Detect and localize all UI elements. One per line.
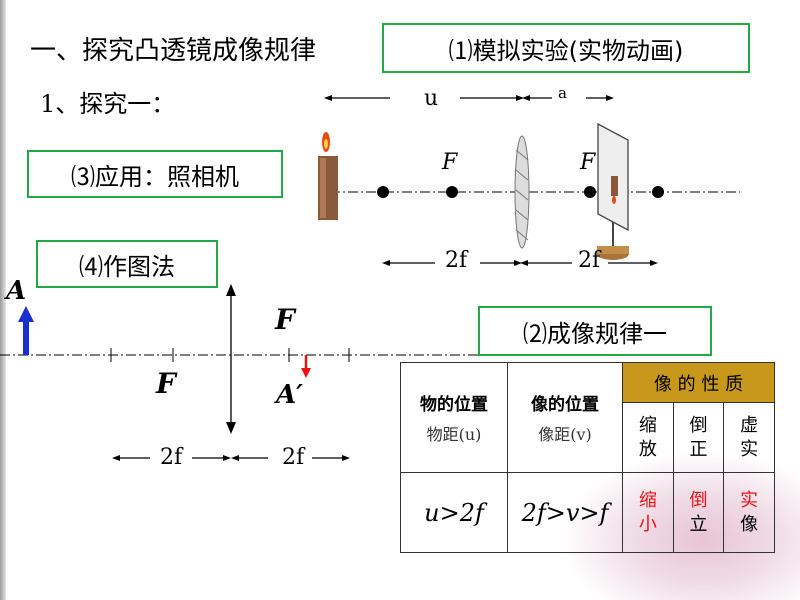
result-orientation-top: 倒 [689,489,708,511]
twof-point-left [377,186,389,198]
image-label-a-prime: A′ [276,380,304,410]
application-box[interactable]: ⑶应用：照相机 [27,150,283,198]
drawing-method-label: ⑷作图法 [79,252,175,281]
object-label-a: A [6,276,27,306]
image-distance-label: a [558,84,567,102]
section-subtitle: 1、探究一： [40,90,176,118]
slide-left-edge [0,0,6,600]
ray-twof-right: 2f [282,445,305,470]
ray-focal-top: F [275,303,295,336]
simulation-label: ⑴模拟实验(实物动画) [448,36,684,65]
rule-label: ⑵成像规律一 [523,319,667,348]
v-arrowhead-right [606,95,614,101]
experiment-twof-right: 2f [578,248,601,273]
result-orientation: 倒立 [672,472,725,553]
convex-lens [514,135,530,249]
object-distance-u: u [424,86,439,111]
u-arrowhead-right [516,95,524,101]
slide-title: 一、探究凸透镜成像规律 [30,36,317,66]
orientation-column-header: 倒 正 [672,402,725,473]
image-position-header: 像的位置 像距(v) [507,362,623,473]
result-real-virtual-bottom: 像 [740,513,759,535]
rule-box[interactable]: ⑵成像规律一 [478,306,712,356]
focal-point-right [584,186,596,198]
result-orientation-bottom: 立 [689,513,708,535]
image-nature-header: 像 的 性 质 [622,362,775,403]
imaging-rule-table: 物的位置 物距(u) 像的位置 像距(v) 像 的 性 质 缩 放 倒 正 虚 … [400,362,775,553]
simulation-box[interactable]: ⑴模拟实验(实物动画) [382,23,750,73]
ray-diagram [0,284,478,461]
u-arrowhead-left [324,95,332,101]
camera-experiment-illustration [318,95,740,266]
result-real-virtual-top: 实 [740,489,759,511]
image-distance-condition: 2f>v>f [507,472,623,553]
candle-image [611,176,618,196]
v-arrowhead-left [522,95,530,101]
application-label: ⑶应用：照相机 [71,162,239,191]
experiment-focal-right: F [580,150,596,175]
result-real-virtual: 实像 [723,472,775,553]
experiment-twof-left: 2f [445,248,468,273]
ray-twof-left: 2f [160,445,183,470]
size-column-header: 缩 放 [622,402,674,473]
object-distance-condition: u>2f [400,472,508,553]
real-virtual-column-header: 虚 实 [723,402,775,473]
result-size: 缩 小 [622,472,674,553]
drawing-method-box[interactable]: ⑷作图法 [36,240,218,288]
twof-point-right [652,186,664,198]
experiment-focal-left: F [442,150,458,175]
object-position-header: 物的位置 物距(u) [400,362,508,473]
focal-point-left [446,186,458,198]
ray-focal-bottom: F [156,367,176,400]
